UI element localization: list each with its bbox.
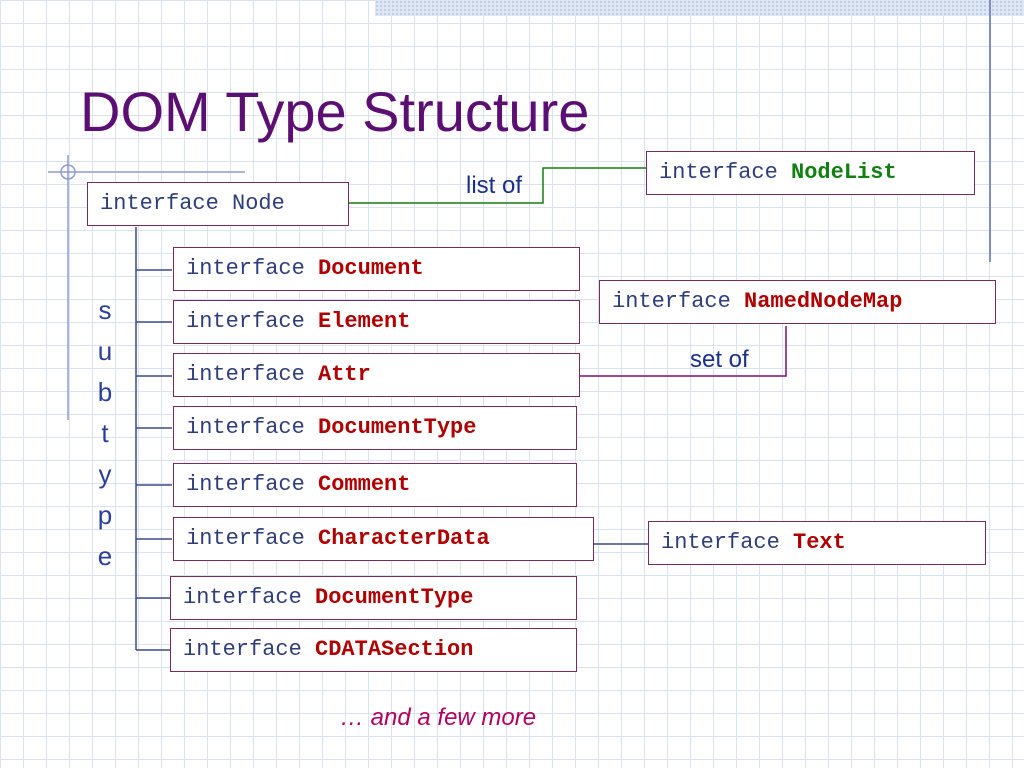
namednodemap-interface-box: interface NamedNodeMap	[599, 280, 996, 324]
nodelist-interface-box: interface NodeList	[646, 151, 975, 195]
subtype-box-attr: interface Attr	[173, 353, 580, 397]
subtype-box-comment: interface Comment	[173, 463, 577, 507]
subtype-letter: p	[97, 500, 113, 530]
subtype-letter: s	[98, 295, 112, 325]
subtype-box-documenttype-2: interface DocumentType	[170, 576, 577, 620]
subtype-keyword: interface	[183, 585, 302, 610]
subtype-name: Attr	[318, 362, 371, 387]
subtype-name: CharacterData	[318, 526, 490, 551]
subtype-letter: e	[97, 541, 113, 571]
subtype-letter: u	[97, 336, 113, 366]
subtype-keyword: interface	[186, 472, 305, 497]
subtype-letter: b	[97, 377, 113, 407]
nodelist-keyword: interface	[659, 160, 778, 185]
subtype-vertical-label: s u b t y p e	[92, 290, 118, 577]
text-keyword: interface	[661, 530, 780, 555]
subtype-keyword: interface	[186, 362, 305, 387]
subtype-box-document: interface Document	[173, 247, 580, 291]
subtype-keyword: interface	[186, 526, 305, 551]
footer-note: … and a few more	[340, 704, 537, 731]
nodelist-name: NodeList	[791, 160, 897, 185]
namednodemap-name: NamedNodeMap	[744, 289, 903, 314]
subtype-name: Element	[318, 309, 411, 334]
subtype-keyword: interface	[186, 256, 305, 281]
subtype-letter: y	[98, 459, 112, 489]
subtype-name: Comment	[318, 472, 411, 497]
decorative-right-line	[989, 0, 991, 262]
list-of-label: list of	[466, 172, 523, 199]
subtype-box-characterdata: interface CharacterData	[173, 517, 594, 561]
text-name: Text	[793, 530, 846, 555]
subtype-branch-lines	[136, 269, 172, 651]
subtype-name: Document	[318, 256, 424, 281]
namednodemap-keyword: interface	[612, 289, 731, 314]
subtype-keyword: interface	[183, 637, 302, 662]
node-interface-box: interface Node	[87, 182, 349, 226]
subtype-name: DocumentType	[315, 585, 474, 610]
list-of-connector	[349, 167, 646, 204]
set-of-connector	[580, 326, 787, 377]
subtype-box-element: interface Element	[173, 300, 580, 344]
node-name: Node	[232, 191, 285, 216]
title-underline-decoration	[48, 155, 245, 420]
page-title: DOM Type Structure	[80, 80, 590, 143]
set-of-label: set of	[690, 346, 749, 373]
subtype-name: DocumentType	[318, 415, 477, 440]
subtype-keyword: interface	[186, 415, 305, 440]
subtype-keyword: interface	[186, 309, 305, 334]
subtype-name: CDATASection	[315, 637, 474, 662]
text-interface-box: interface Text	[648, 521, 986, 565]
subtype-box-cdatasection: interface CDATASection	[170, 628, 577, 672]
subtype-letter: t	[101, 418, 109, 448]
decorative-top-bar	[375, 0, 1024, 16]
node-keyword: interface	[100, 191, 219, 216]
subtype-box-documenttype: interface DocumentType	[173, 406, 577, 450]
